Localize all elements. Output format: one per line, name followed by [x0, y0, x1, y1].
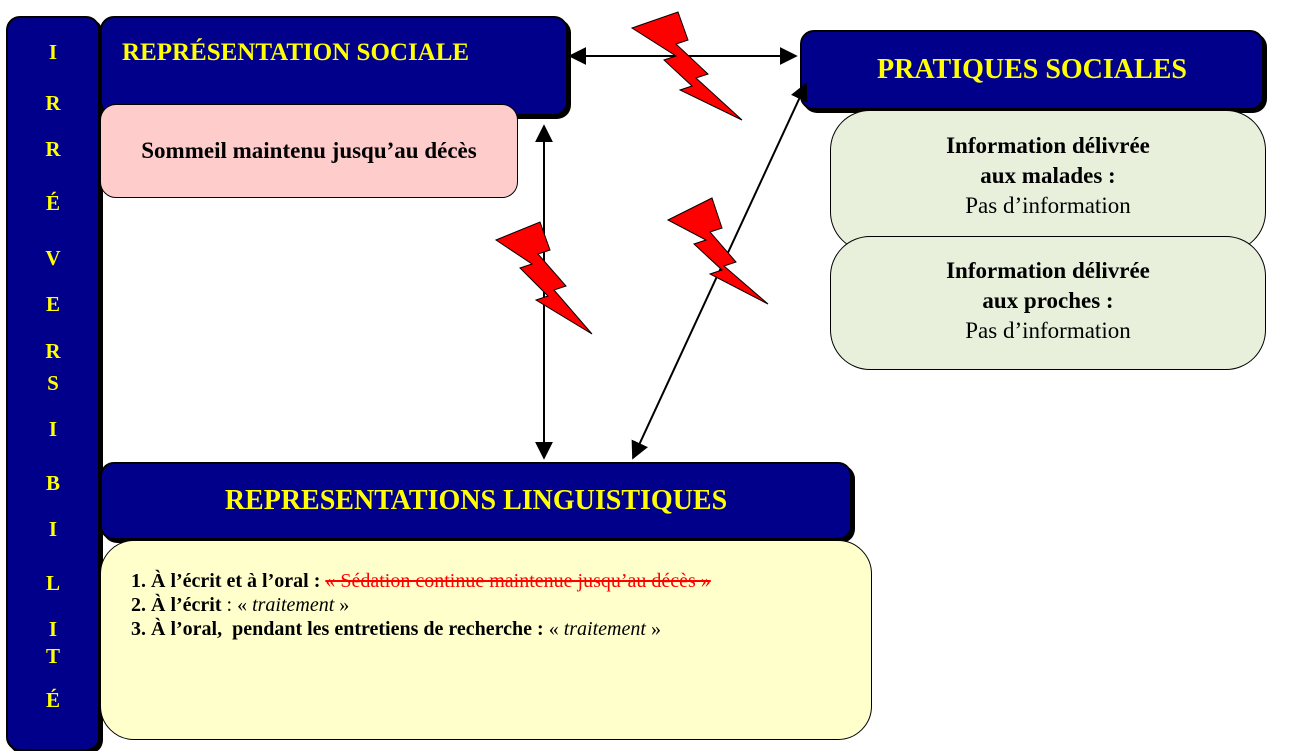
vertical-letter: E: [45, 292, 60, 316]
malades-heading-1: Information délivrée: [946, 133, 1150, 158]
vertical-letter: I: [48, 617, 58, 641]
representations-linguistiques-header: REPRESENTATIONS LINGUISTIQUES: [100, 462, 852, 540]
lightning-icon-top: [630, 11, 743, 121]
line2-sep: : «: [221, 594, 253, 616]
representation-sociale-item: Sommeil maintenu jusqu’au décès: [100, 104, 518, 198]
line3-open: «: [543, 618, 564, 640]
line3-term: traitement: [563, 618, 646, 640]
line2-close: »: [334, 594, 350, 616]
representations-linguistiques-body: 1. À l’écrit et à l’oral : « Sédation co…: [100, 540, 872, 740]
vertical-letter: T: [45, 644, 60, 668]
line2-label: 2. À l’écrit: [131, 594, 222, 616]
vertical-letter: I: [48, 40, 58, 64]
pratiques-sociales-header: PRATIQUES SOCIALES: [800, 30, 1264, 110]
malades-heading-2: aux malades :: [980, 163, 1116, 188]
line2-term: traitement: [252, 594, 335, 616]
info-malades-box: Information délivrée aux malades : Pas d…: [830, 110, 1266, 252]
malades-value: Pas d’information: [965, 193, 1131, 218]
vertical-letter: I: [48, 517, 58, 541]
info-proches-box: Information délivrée aux proches : Pas d…: [830, 236, 1266, 370]
pratiques-sociales-title: PRATIQUES SOCIALES: [877, 54, 1187, 85]
line3-close: »: [645, 618, 661, 640]
line3-label: 3. À l’oral, pendant les entretiens de r…: [131, 618, 544, 640]
lightning-icon-middle: [494, 221, 593, 335]
representation-sociale-title: REPRÉSENTATION SOCIALE: [122, 39, 470, 66]
proches-heading-2: aux proches :: [982, 288, 1114, 313]
vertical-letter: É: [45, 191, 60, 215]
vertical-letter: S: [47, 371, 59, 395]
linguistique-line-2: 2. À l’écrit : « traitement »: [131, 593, 841, 617]
linguistique-line-1: 1. À l’écrit et à l’oral : « Sédation co…: [131, 569, 841, 593]
vertical-letter: I: [48, 417, 58, 441]
representations-linguistiques-title: REPRESENTATIONS LINGUISTIQUES: [224, 485, 728, 516]
vertical-letter: R: [45, 339, 61, 363]
proches-heading-1: Information délivrée: [946, 258, 1150, 283]
irreversibilite-column: I R R É V E R S I B I L I T É: [6, 16, 100, 751]
vertical-letter: É: [45, 688, 60, 712]
vertical-letter: B: [45, 471, 60, 495]
representation-sociale-header: REPRÉSENTATION SOCIALE: [100, 16, 568, 116]
lightning-icon-right: [666, 197, 769, 305]
vertical-letter: V: [45, 246, 61, 270]
line1-label: 1. À l’écrit et à l’oral :: [131, 570, 321, 592]
linguistique-line-3: 3. À l’oral, pendant les entretiens de r…: [131, 617, 841, 641]
vertical-letter: R: [45, 91, 61, 115]
proches-value: Pas d’information: [965, 318, 1131, 343]
vertical-letter: L: [45, 571, 60, 595]
vertical-letter: R: [45, 137, 61, 161]
line1-struck-term: « Sédation continue maintenue jusqu’au d…: [325, 570, 711, 592]
sommeil-text: Sommeil maintenu jusqu’au décès: [141, 138, 477, 163]
